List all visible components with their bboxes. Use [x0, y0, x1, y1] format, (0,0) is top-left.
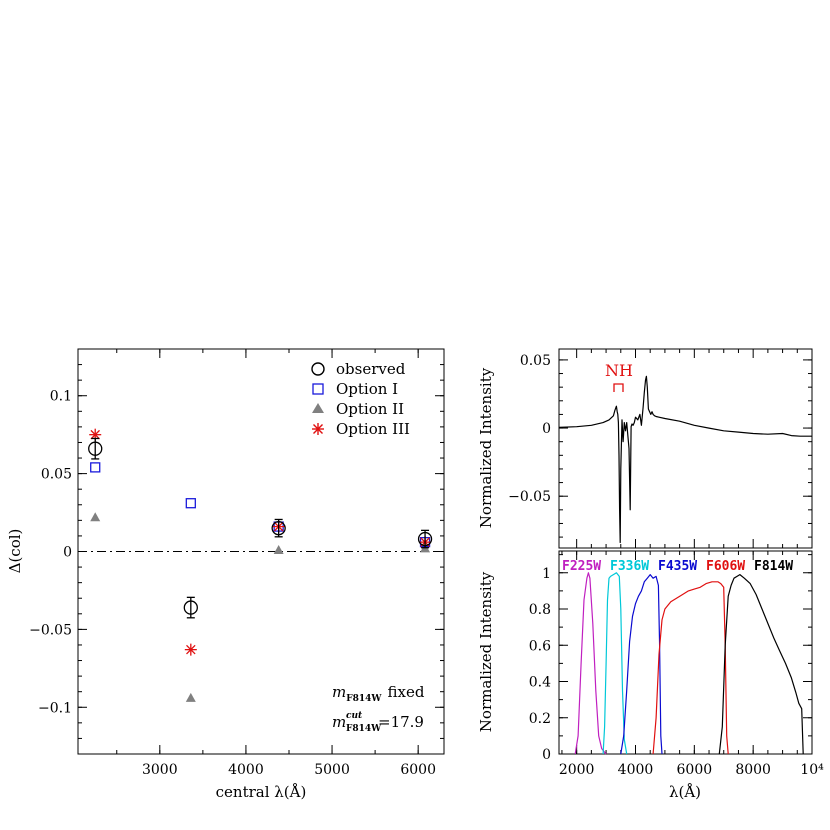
- observed-point: [88, 437, 103, 460]
- observed-point: [183, 596, 198, 619]
- left-y-tick-label: 0.1: [50, 389, 72, 405]
- filter-label-f336w: F336W: [610, 559, 649, 574]
- left-ylabel: Δ(col): [6, 529, 24, 574]
- rb-y-tick-label: 0.2: [529, 711, 551, 727]
- rt-y-tick-label: −0.05: [508, 489, 551, 505]
- rb-x-tick-label: 4000: [618, 762, 654, 778]
- rb-y-tick-label: 0: [542, 747, 551, 763]
- rt-data-marks: [558, 375, 812, 544]
- right-top-panel: 0.05 0 −0.05 Normalized Intensity NH: [477, 348, 813, 549]
- legend-option-iii-label: Option III: [336, 420, 410, 438]
- filter-curve-f225w: [574, 572, 607, 755]
- right-bottom-panel: 2000 4000 6000 8000 10⁴ 0 0.2 0.4 0.6 0.8 1 Normal…: [477, 550, 824, 801]
- rb-plot-frame: [558, 550, 813, 755]
- rt-ylabel: Normalized Intensity: [477, 367, 495, 528]
- rb-x-tick-label: 6000: [677, 762, 713, 778]
- left-data-marks: [88, 428, 433, 702]
- rt-axes: 0.05 0 −0.05: [508, 349, 812, 548]
- left-x-tick-label: 5000: [314, 762, 350, 778]
- rt-plot-frame: [558, 348, 813, 549]
- left-y-tick-label: 0: [63, 545, 72, 561]
- rb-axes: 2000 4000 6000 8000 10⁴ 0 0.2 0.4 0.6 0.8 1: [529, 551, 824, 778]
- rb-y-tick-label: 0.4: [529, 675, 551, 691]
- annotation-cut-sub: F814W: [346, 724, 382, 734]
- filter-label-f814w: F814W: [754, 559, 793, 574]
- left-panel: 3000 4000 5000 6000 0.1 0.05 0 −0.05 −0.1 Δ(col)…: [6, 348, 445, 801]
- rb-y-tick-label: 0.8: [529, 602, 551, 618]
- left-x-tick-label: 4000: [228, 762, 264, 778]
- filter-curve-f814w: [718, 573, 804, 755]
- rb-y-tick-label: 0.6: [529, 638, 551, 654]
- filter-curve-f435w: [620, 573, 663, 755]
- spectrum-difference-line: [558, 375, 812, 544]
- legend-option-ii-label: Option II: [336, 400, 404, 418]
- filter-legend: F225W F336W F435W F606W F814W: [562, 559, 793, 574]
- nh-bracket: [613, 383, 624, 392]
- left-axes: 3000 4000 5000 6000 0.1 0.05 0 −0.05 −0.1: [29, 349, 444, 778]
- left-x-tick-label: 6000: [400, 762, 436, 778]
- filter-label-f225w: F225W: [562, 559, 601, 574]
- left-y-tick-label: −0.1: [38, 700, 72, 716]
- filter-curve-f336w: [602, 572, 628, 755]
- legend-option-iii-marker: [312, 423, 324, 435]
- filter-label-f606w: F606W: [706, 559, 745, 574]
- left-y-tick-label: −0.05: [29, 622, 72, 638]
- filter-curve-f606w: [652, 581, 729, 755]
- left-xlabel: central λ(Å): [216, 783, 307, 801]
- option-ii-point: [90, 512, 101, 522]
- option-ii-point: [273, 544, 284, 554]
- observed-point: [271, 518, 286, 538]
- legend-option-i-label: Option I: [336, 380, 398, 398]
- annotation-cut-value: =17.9: [378, 713, 424, 731]
- left-legend: observed Option I Option II Option III: [311, 360, 410, 438]
- legend-observed-marker: [311, 362, 325, 376]
- rb-x-tick-label: 8000: [735, 762, 771, 778]
- option-iii-point: [89, 428, 102, 441]
- legend-option-ii-marker: [312, 403, 324, 413]
- rt-y-tick-label: 0.05: [520, 353, 551, 369]
- option-ii-point: [185, 692, 196, 702]
- left-x-tick-label: 3000: [142, 762, 178, 778]
- rb-x-tick-label: 10⁴: [800, 762, 824, 778]
- option-i-point: [90, 462, 101, 473]
- legend-option-i-marker: [312, 383, 324, 395]
- left-y-tick-label: 0.05: [41, 467, 72, 483]
- rb-y-tick-label: 1: [542, 566, 551, 582]
- observed-point: [417, 529, 433, 549]
- rb-x-tick-label: 2000: [559, 762, 595, 778]
- rb-xlabel: λ(Å): [669, 783, 701, 801]
- rt-y-tick-label: 0: [542, 421, 551, 437]
- rb-ylabel: Normalized Intensity: [477, 571, 495, 732]
- rb-data-marks: [574, 572, 804, 755]
- annotation-cut-sup: cut: [346, 711, 363, 721]
- legend-observed-label: observed: [336, 360, 406, 378]
- option-iii-point: [184, 643, 197, 656]
- filter-label-f435w: F435W: [658, 559, 697, 574]
- nh-label: NH: [605, 361, 633, 380]
- annotation-cut-symbol: m: [332, 713, 346, 731]
- option-i-point: [185, 498, 196, 509]
